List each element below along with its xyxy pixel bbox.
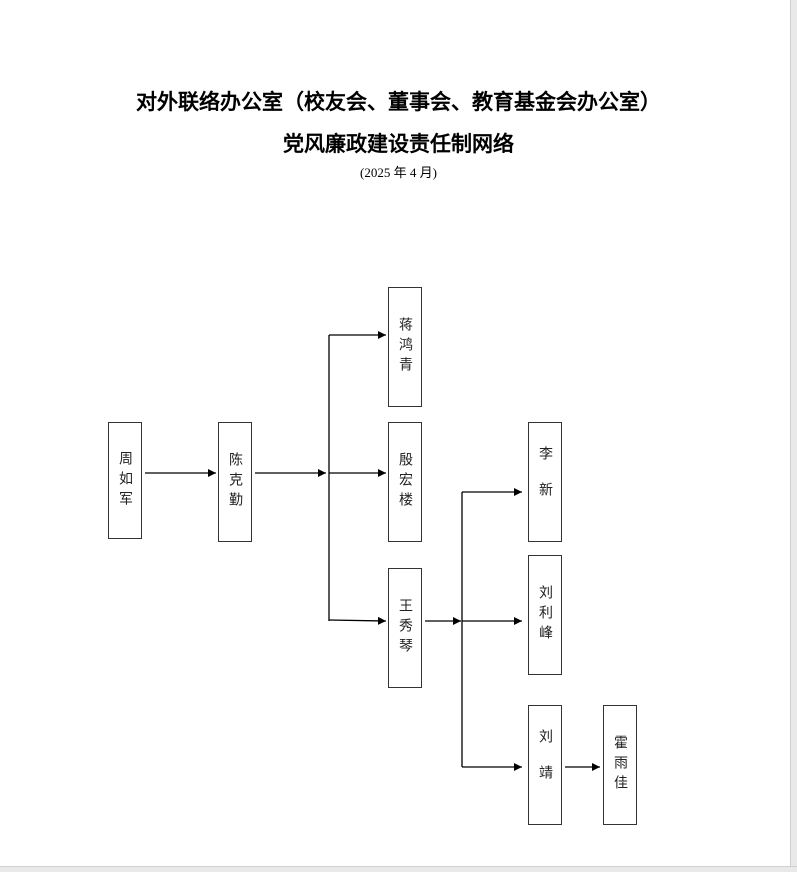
node-label: 刘靖 <box>537 729 553 801</box>
node-label: 王秀琴 <box>397 598 413 658</box>
node-li: 李新 <box>528 422 562 542</box>
node-label: 殷宏楼 <box>397 452 413 512</box>
node-yin: 殷宏楼 <box>388 422 422 542</box>
page-edge-right <box>790 0 797 871</box>
node-wang: 王秀琴 <box>388 568 422 688</box>
node-label: 霍雨佳 <box>612 735 628 795</box>
node-label: 李新 <box>537 446 553 518</box>
document-title: 对外联络办公室（校友会、董事会、教育基金会办公室） <box>136 90 661 114</box>
node-jiang: 蒋鸿青 <box>388 287 422 407</box>
document-subtitle: 党风廉政建设责任制网络 <box>283 132 514 156</box>
node-chen: 陈克勤 <box>218 422 252 542</box>
node-label: 刘利峰 <box>537 585 553 645</box>
node-huo: 霍雨佳 <box>603 705 637 825</box>
node-label: 蒋鸿青 <box>397 317 413 377</box>
edge-to-wang <box>328 616 387 625</box>
node-liujing: 刘靖 <box>528 705 562 825</box>
node-label: 陈克勤 <box>227 452 243 512</box>
document-date: (2025 年 4 月) <box>360 165 437 180</box>
node-liulifeng: 刘利峰 <box>528 555 562 675</box>
node-label: 周如军 <box>117 450 133 511</box>
page-edge-bottom <box>0 866 797 872</box>
node-zhou: 周如军 <box>108 422 142 539</box>
